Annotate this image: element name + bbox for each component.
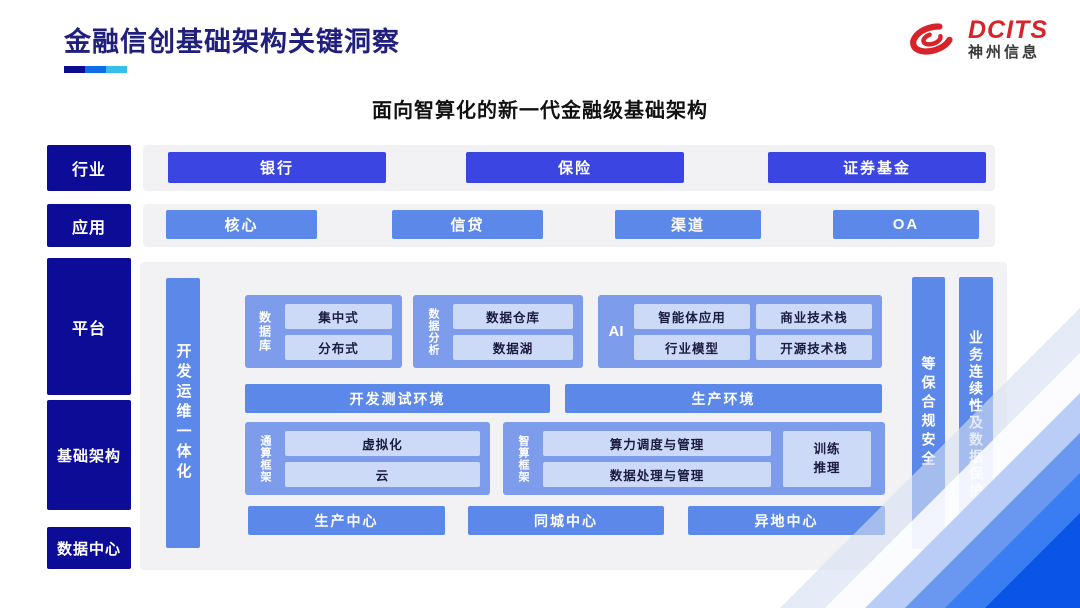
- chip-compute-scheduling: 算力调度与管理: [543, 430, 771, 456]
- ai-compute-chips: 算力调度与管理 数据处理与管理: [543, 430, 771, 487]
- row-label-infrastructure: 基础架构: [47, 400, 131, 510]
- chip-cloud: 云: [285, 461, 480, 487]
- chip-industry-model: 行业模型: [634, 334, 750, 360]
- underline-segment-blue: [85, 66, 106, 73]
- app-item-channel: 渠道: [615, 210, 761, 239]
- ai-group: AI 智能体应用 商业技术栈 行业模型 开源技术栈: [598, 295, 882, 368]
- chip-virtualization: 虚拟化: [285, 430, 480, 456]
- general-compute-label: 通算框架: [259, 434, 271, 483]
- database-group: 数据库 集中式 分布式: [245, 295, 402, 368]
- chip-data-processing: 数据处理与管理: [543, 461, 771, 487]
- general-compute-group: 通算框架 虚拟化 云: [245, 422, 490, 495]
- app-item-core: 核心: [166, 210, 317, 239]
- database-group-label: 数据库: [257, 310, 272, 353]
- dcits-swirl-icon: [910, 23, 954, 55]
- ai-chips: 智能体应用 商业技术栈 行业模型 开源技术栈: [634, 303, 872, 360]
- ai-group-label: AI: [608, 323, 624, 340]
- underline-segment-cyan: [106, 66, 127, 73]
- chip-open-source-stack: 开源技术栈: [756, 334, 872, 360]
- logo-brand: DCITS: [968, 16, 1048, 44]
- analytics-chips: 数据仓库 数据湖: [453, 303, 573, 360]
- page-title: 金融信创基础架构关键洞察: [64, 27, 400, 57]
- chip-train-inference: 训练 推理: [783, 430, 871, 487]
- industry-item-bank: 银行: [168, 152, 386, 183]
- env-production: 生产环境: [565, 384, 882, 413]
- env-dev-test: 开发测试环境: [245, 384, 550, 413]
- industry-item-insurance: 保险: [466, 152, 684, 183]
- app-item-credit: 信贷: [392, 210, 543, 239]
- title-underline: [64, 66, 127, 73]
- center-production: 生产中心: [248, 506, 445, 535]
- row-label-datacenter: 数据中心: [47, 527, 131, 569]
- chip-commercial-stack: 商业技术栈: [756, 303, 872, 329]
- chip-data-lake: 数据湖: [453, 334, 573, 360]
- app-item-oa: OA: [833, 210, 979, 239]
- chip-data-warehouse: 数据仓库: [453, 303, 573, 329]
- ai-compute-group: 智算框架 算力调度与管理 数据处理与管理 训练 推理: [503, 422, 885, 495]
- industry-item-securities: 证券基金: [768, 152, 986, 183]
- database-chips: 集中式 分布式: [285, 303, 392, 360]
- center-same-city: 同城中心: [468, 506, 664, 535]
- ai-compute-label: 智算框架: [517, 434, 529, 483]
- row-label-application: 应用: [47, 204, 131, 247]
- diagram-title: 面向智算化的新一代金融级基础架构: [372, 100, 708, 122]
- logo-text: DCITS 神州信息: [968, 17, 1048, 61]
- dcits-logo: DCITS 神州信息: [905, 16, 1048, 62]
- analytics-group-label: 数据分析: [427, 307, 439, 356]
- chip-distributed: 分布式: [285, 334, 392, 360]
- chip-agent-app: 智能体应用: [634, 303, 750, 329]
- underline-segment-dark: [64, 66, 85, 73]
- analytics-group: 数据分析 数据仓库 数据湖: [413, 295, 583, 368]
- row-label-industry: 行业: [47, 145, 131, 191]
- devops-bar: 开发运维一体化: [166, 278, 200, 548]
- logo-company: 神州信息: [968, 44, 1041, 62]
- general-compute-chips: 虚拟化 云: [285, 430, 480, 487]
- center-remote: 异地中心: [688, 506, 885, 535]
- chip-centralized: 集中式: [285, 303, 392, 329]
- row-label-platform: 平台: [47, 258, 131, 395]
